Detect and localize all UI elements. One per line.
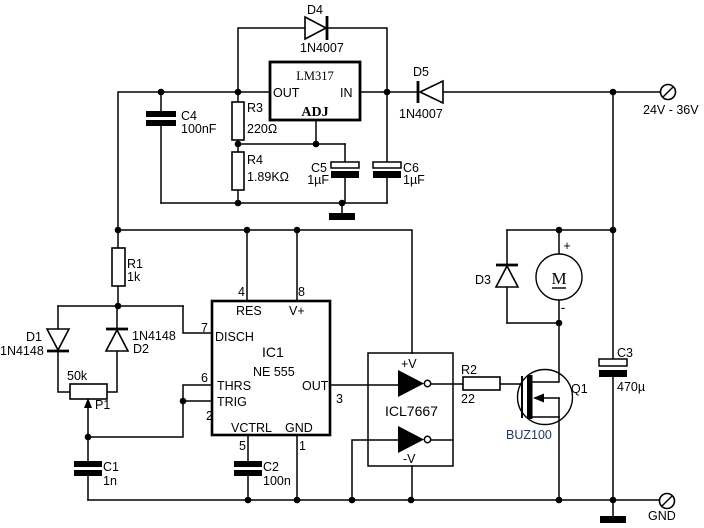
ic1-pin-gnd-label: GND <box>285 421 313 435</box>
ic1-ref-label: IC1 <box>262 344 284 360</box>
c2-value-label: 100n <box>263 474 291 488</box>
ic1-pin4-number: 4 <box>238 285 245 299</box>
motor-symbol <box>535 253 583 301</box>
c1-ref-label: C1 <box>103 460 119 474</box>
c5-ref-label: C5 <box>311 161 327 175</box>
ic1-pin-res-label: RES <box>236 304 262 318</box>
resistor-r4-symbol <box>231 151 245 191</box>
p1-value-label: 50k <box>67 369 88 383</box>
supply-voltage-label: 24V - 36V <box>643 103 699 117</box>
regulator-lm317-symbol <box>268 60 362 122</box>
resistor-r2-symbol <box>462 376 501 391</box>
q1-ref-label: Q1 <box>571 382 588 396</box>
diode-d3-symbol <box>494 263 520 288</box>
motor-plus-label: + <box>563 239 570 253</box>
capacitor-c1-symbol <box>74 461 102 476</box>
capacitor-c2-symbol <box>234 461 262 476</box>
ic1-pin6-number: 6 <box>201 371 208 385</box>
c2-ref-label: C2 <box>263 460 279 474</box>
d5-part-label: 1N4007 <box>399 107 443 121</box>
capacitor-c3-symbol <box>598 358 628 377</box>
d2-part-label: 1N4148 <box>132 329 176 343</box>
r2-value-label: 22 <box>461 392 475 406</box>
ic1-pin-trig-label: TRIG <box>217 395 247 409</box>
mosfet-q1-symbol <box>516 368 574 426</box>
resistor-r3-symbol <box>231 101 245 141</box>
r4-ref-label: R4 <box>247 153 263 167</box>
motor-label: M <box>551 269 566 288</box>
capacitor-c6-symbol <box>372 161 402 178</box>
c6-value-label: 1µF <box>403 173 425 187</box>
ic1-pin5-number: 5 <box>239 439 246 453</box>
ground-bar-regulator <box>329 213 355 220</box>
ground-bar-main <box>600 516 626 523</box>
r1-value-label: 1k <box>127 270 141 284</box>
ic1-pin3-number: 3 <box>336 392 343 406</box>
r1-ref-label: R1 <box>127 257 143 271</box>
d1-ref-label: D1 <box>26 330 42 344</box>
c4-value-label: 100nF <box>181 122 217 136</box>
driver-vplus-label: +V <box>401 357 417 371</box>
r4-value-label: 1.89KΩ <box>247 170 289 184</box>
lm317-pin-in-label: IN <box>340 86 353 100</box>
junction-dots <box>84 88 617 504</box>
supply-terminal <box>659 83 677 101</box>
c1-value-label: 1n <box>103 474 117 488</box>
d1-part-label: 1N4148 <box>0 344 44 358</box>
d2-ref-label: D2 <box>133 342 149 356</box>
ic1-pin-disch-label: DISCH <box>215 330 254 344</box>
c4-ref-label: C4 <box>181 109 197 123</box>
c5-value-label: 1µF <box>307 173 329 187</box>
diode-d1-symbol <box>45 328 71 353</box>
d3-ref-label: D3 <box>475 273 491 287</box>
q1-part-label: BUZ100 <box>506 428 552 442</box>
lm317-pin-adj-label: ADJ <box>301 105 328 120</box>
ic1-pin2-number: 2 <box>206 409 213 423</box>
ic1-pin-vcc-label: V+ <box>289 304 305 318</box>
c6-ref-label: C6 <box>403 161 419 175</box>
diode-d5-symbol <box>416 79 444 105</box>
ic1-pin-vctrl-label: VCTRL <box>231 421 272 435</box>
resistor-r1-symbol <box>111 247 126 287</box>
c3-ref-label: C3 <box>617 346 633 360</box>
ic1-pin-thrs-label: THRS <box>217 379 251 393</box>
ic1-pin-out-label: OUT <box>302 379 329 393</box>
capacitor-c4-symbol <box>146 111 176 126</box>
ground-label: GND <box>648 509 676 523</box>
ground-terminal <box>658 492 676 510</box>
driver-icl7667-symbol <box>367 352 454 467</box>
ic1-pin7-number: 7 <box>201 321 208 335</box>
r3-ref-label: R3 <box>247 101 263 115</box>
diode-d2-symbol <box>104 327 130 352</box>
d4-part-label: 1N4007 <box>300 41 344 55</box>
d4-ref-label: D4 <box>307 3 323 17</box>
motor-minus-label: - <box>561 299 566 315</box>
c3-value-label: 470µ <box>617 380 645 394</box>
lm317-part-label: LM317 <box>296 69 334 83</box>
diode-d4-symbol <box>304 15 329 41</box>
wires <box>57 27 661 517</box>
r3-value-label: 220Ω <box>247 122 277 136</box>
ic1-pin1-number: 1 <box>299 439 306 453</box>
potentiometer-p1-symbol <box>69 383 108 408</box>
ic1-part-label: NE 555 <box>253 365 295 379</box>
r2-ref-label: R2 <box>461 363 477 377</box>
lm317-pin-out-label: OUT <box>273 86 300 100</box>
d5-ref-label: D5 <box>413 65 429 79</box>
ic1-pin8-number: 8 <box>298 285 305 299</box>
capacitor-c5-symbol <box>330 161 360 178</box>
driver-vminus-label: -V <box>403 452 416 466</box>
timer-ic1-symbol <box>210 299 332 437</box>
p1-ref-label: P1 <box>95 398 110 412</box>
driver-part-label: ICL7667 <box>385 403 438 419</box>
